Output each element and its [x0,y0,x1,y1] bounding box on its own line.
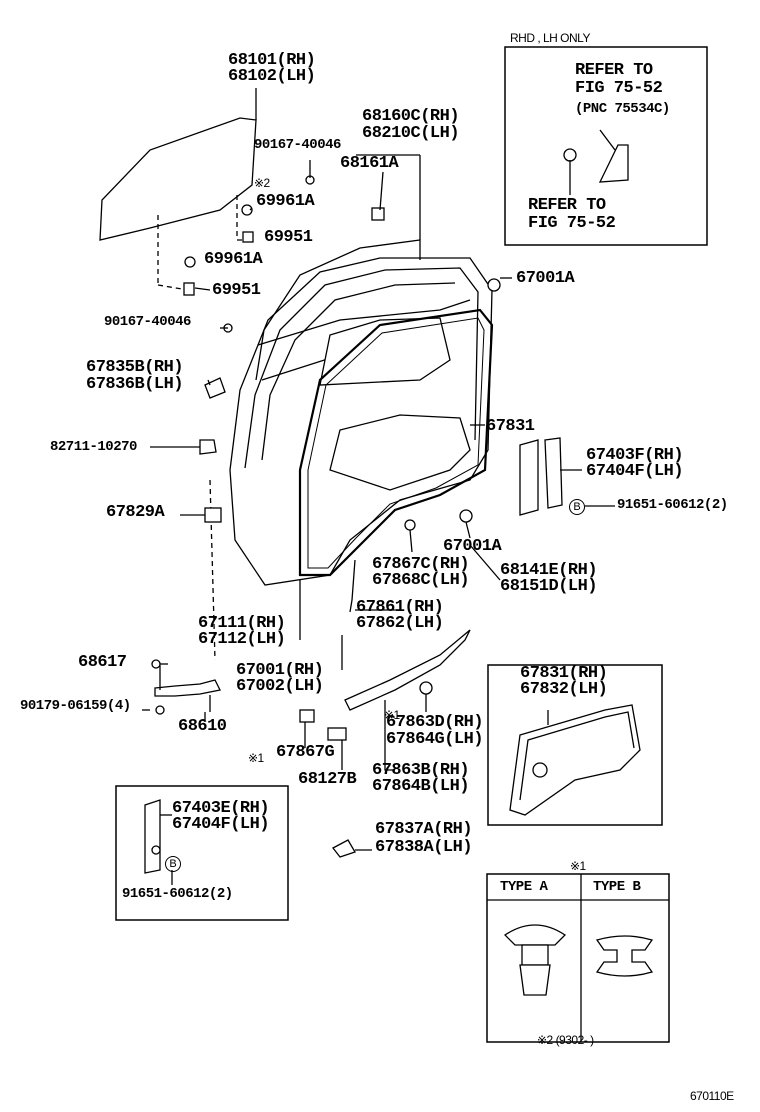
door-panel [229,257,493,586]
part-label: 91651-60612(2) [122,886,233,902]
channel-67403F [519,439,539,516]
part-label: 69951 [212,281,261,300]
refer-fig: FIG 75-52 [528,214,616,233]
part-label: 67829A [106,503,165,522]
part-label: 68210C(LH) [362,124,460,143]
part-label: 67001A [516,269,575,288]
part-label: 67837A(RH) [375,820,473,839]
part-label: 68161A [340,154,399,173]
clip-type-a-icon [503,924,567,996]
door-trim-panel [509,704,641,816]
type-b-header: TYPE B [593,879,641,895]
part-label: 69961A [256,192,315,211]
part-label: 67112(LH) [198,630,286,649]
part-label: 90179-06159(4) [20,698,131,714]
part-label: 67864G(LH) [386,730,484,749]
part-label: 68151D(LH) [500,577,598,596]
weatherstrip-67863 [344,629,471,711]
part-label: 67001A [443,537,502,556]
note-mark: ※1 [248,751,264,765]
figure-code: 670110E [690,1089,734,1103]
part-label: 91651-60612(2) [617,497,728,513]
bolt-b-icon: B [569,499,585,515]
outer-handle [199,439,217,455]
part-label: 67111(RH) [198,614,286,633]
part-label: 67861(RH) [356,598,444,617]
part-label: 67867G [276,743,335,762]
part-label: 67403E(RH) [172,799,270,818]
part-label: 67867C(RH) [372,555,470,574]
part-label: 68610 [178,717,227,736]
part-label: 67862(LH) [356,614,444,633]
refer-fig: FIG 75-52 [575,79,663,98]
type-table [486,873,670,1043]
part-label: 67836B(LH) [86,375,184,394]
refer-text: REFER TO [575,61,653,80]
inset-header: RHD , LH ONLY [510,31,590,45]
part-label: 67868C(LH) [372,571,470,590]
note-mark: ※1 [570,859,586,873]
check-68610 [154,679,221,697]
bolt-b-icon: B [165,856,181,872]
part-label: 67403F(RH) [586,446,684,465]
part-label: 67864B(LH) [372,777,470,796]
part-label: 67835B(RH) [86,358,184,377]
refer-text: REFER TO [528,196,606,215]
rhd-inset-frame [504,46,708,246]
part-label: 67001(RH) [236,661,324,680]
part-label: 68160C(RH) [362,107,460,126]
left-inset-frame [115,785,289,921]
part-label: 67832(LH) [520,680,608,699]
note-mark: ※2 [254,176,270,190]
part-label: 67831(RH) [520,664,608,683]
part-label: 67404F(LH) [172,815,270,834]
part-label: 69961A [204,250,263,269]
part-label: 67404F(LH) [586,462,684,481]
part-label: 68101(RH) [228,51,316,70]
part-label: 69951 [264,228,313,247]
clip-type-b-icon [595,935,654,977]
part-label: 67863D(RH) [386,713,484,732]
note-mark: ※1 [384,708,400,722]
footnote: ※2 (9302- ) [537,1033,594,1047]
part-label: 67831 [486,417,535,436]
part-label: 68127B [298,770,357,789]
part-label: 82711-10270 [50,439,137,455]
part-label: 68102(LH) [228,67,316,86]
weatherstrip-67831 [298,308,494,577]
trim-inset-frame [487,664,663,826]
part-label: 90167-40046 [104,314,191,330]
part-label: 68617 [78,653,127,672]
refer-pnc: (PNC 75534C) [575,101,670,117]
part-label: 67002(LH) [236,677,324,696]
part-label: 90167-40046 [254,137,341,153]
door-glass [99,117,257,241]
part-label: 67863B(RH) [372,761,470,780]
part-label: 68141E(RH) [500,561,598,580]
type-a-header: TYPE A [500,879,548,895]
part-label: 67838A(LH) [375,838,473,857]
